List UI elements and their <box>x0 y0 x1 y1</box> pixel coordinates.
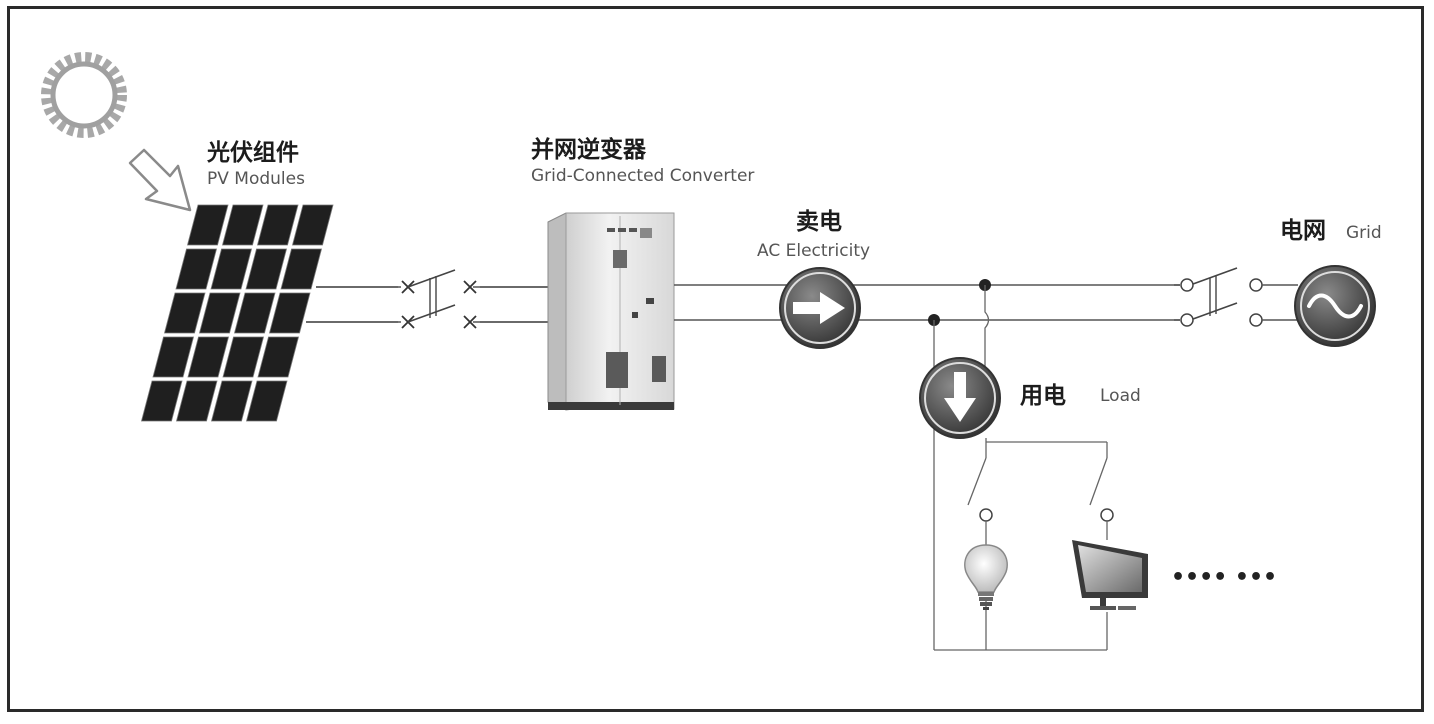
solar-cell <box>268 292 311 334</box>
solar-cell <box>163 292 206 334</box>
solar-cell <box>152 336 195 378</box>
solar-cell <box>186 204 229 246</box>
light-bulb-icon <box>964 544 1008 610</box>
solar-cell <box>221 204 264 246</box>
monitor-icon <box>1072 540 1148 610</box>
pv-modules-label-en: PV Modules <box>207 169 305 189</box>
sunlight-arrow-icon <box>128 148 192 212</box>
solar-cell <box>245 380 288 422</box>
right-arrow-icon <box>779 267 861 349</box>
more-loads-ellipsis: •••• ••• <box>1171 565 1277 590</box>
solar-cell <box>257 336 300 378</box>
solar-cell <box>245 248 288 290</box>
grid-label-cn: 电网 <box>1280 218 1326 244</box>
solar-cell <box>280 248 323 290</box>
solar-cell <box>175 248 218 290</box>
solar-panel-icon <box>140 204 334 422</box>
load-branch-wires <box>933 285 1107 651</box>
ac-wires <box>674 284 1186 321</box>
solar-cell <box>140 380 183 422</box>
load-switches <box>967 438 1114 650</box>
grid-disconnect-switch <box>1174 267 1298 330</box>
sun-icon <box>41 52 127 138</box>
solar-cell <box>187 336 230 378</box>
solar-cell <box>291 204 334 246</box>
grid-label-en: Grid <box>1346 223 1382 243</box>
sell-power-label-cn: 卖电 <box>796 209 842 235</box>
junction-dots <box>928 279 991 326</box>
solar-cell <box>256 204 299 246</box>
load-label-cn: 用电 <box>1020 383 1066 409</box>
down-arrow-icon <box>919 357 1001 439</box>
solar-cell <box>222 336 265 378</box>
solar-cell <box>175 380 218 422</box>
load-label-en: Load <box>1100 386 1141 406</box>
solar-cell <box>210 380 253 422</box>
solar-cell <box>198 292 241 334</box>
inverter-cabinet-icon <box>547 212 675 411</box>
sell-power-label-en: AC Electricity <box>757 241 870 261</box>
inverter-label-cn: 并网逆变器 <box>531 136 647 163</box>
ac-source-icon <box>1294 265 1376 347</box>
inverter-label-en: Grid-Connected Converter <box>531 166 754 186</box>
solar-cell <box>210 248 253 290</box>
solar-cell <box>233 292 276 334</box>
pv-modules-label-cn: 光伏组件 <box>206 139 299 166</box>
dc-disconnect-switch <box>306 269 548 329</box>
